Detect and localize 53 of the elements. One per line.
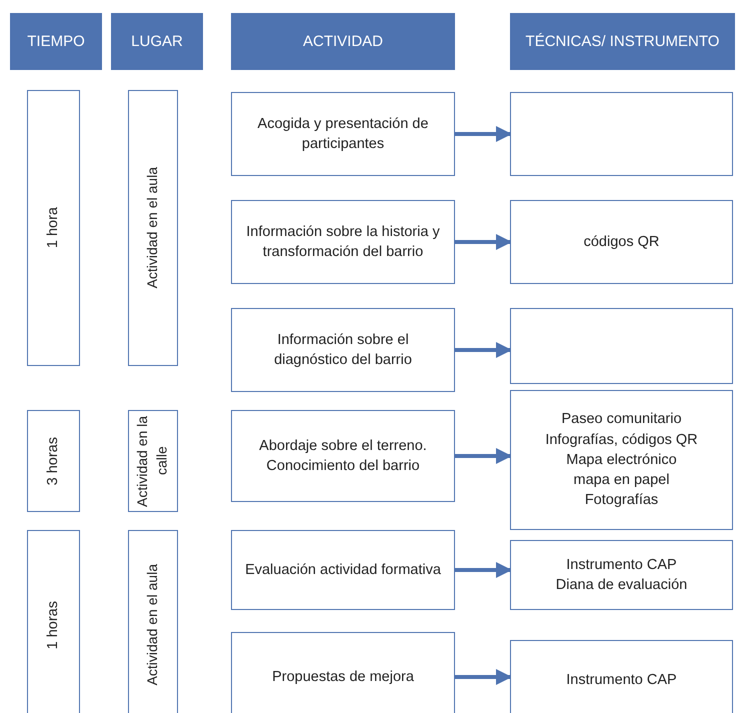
place-box [128, 90, 178, 366]
technique-text: mapa en papel [572, 471, 670, 490]
technique-text: Diana de evaluación [554, 576, 688, 595]
technique-box [510, 540, 733, 610]
activity-box [231, 92, 455, 176]
activity-text: Propuestas de mejora [271, 668, 415, 687]
technique-box [510, 200, 733, 284]
technique-box [510, 308, 733, 384]
activity-box [231, 632, 455, 713]
activity-box [231, 200, 455, 284]
time-label: 3 horas [44, 436, 62, 486]
header-label: ACTIVIDAD [302, 33, 384, 50]
technique-box [510, 390, 733, 530]
place-box [128, 410, 178, 512]
technique-text: Fotografías [584, 491, 660, 510]
technique-box [510, 92, 733, 176]
header-label: TÉCNICAS/ INSTRUMENTO [524, 33, 720, 50]
arrow [455, 562, 512, 578]
header-label: LUGAR [130, 33, 184, 50]
technique-text: Instrumento CAP [565, 670, 678, 690]
technique-text: Paseo comunitario [560, 410, 683, 430]
technique-text: Infografías, códigos QR [544, 430, 699, 450]
activity-text: Información sobre el diagnóstico del barrio [273, 330, 413, 370]
activity-box [231, 530, 455, 610]
place-label: Actividad en la calle [133, 414, 171, 509]
technique-text: Mapa electrónico [565, 450, 678, 470]
activity-box [231, 410, 455, 502]
time-label: 1 horas [44, 600, 62, 650]
arrow [455, 448, 512, 464]
time-box [27, 410, 80, 512]
activity-box [231, 308, 455, 392]
arrow [455, 669, 512, 685]
header-band [510, 13, 735, 70]
arrow [455, 342, 512, 358]
arrow [455, 234, 512, 250]
header-band [10, 13, 102, 70]
header-label: TIEMPO [26, 33, 86, 50]
place-box [128, 530, 178, 713]
place-label: Actividad en el aula [143, 564, 162, 686]
activity-text: Información sobre la historia y transformación del barrio [245, 222, 441, 262]
header-band [231, 13, 455, 70]
arrow [455, 126, 512, 142]
activity-text: Evaluación actividad formativa [244, 560, 442, 580]
technique-text: Instrumento CAP [565, 556, 678, 575]
activity-text: Abordaje sobre el terreno. Conocimiento del barrio [258, 436, 428, 476]
time-box [27, 530, 80, 713]
technique-box [510, 640, 733, 713]
time-label: 1 hora [44, 207, 62, 249]
time-box [27, 90, 80, 366]
activity-text: Acogida y presentación de participantes [256, 114, 430, 154]
place-label: Actividad en el aula [143, 167, 162, 289]
header-band [111, 13, 203, 70]
technique-text: códigos QR [582, 232, 660, 252]
